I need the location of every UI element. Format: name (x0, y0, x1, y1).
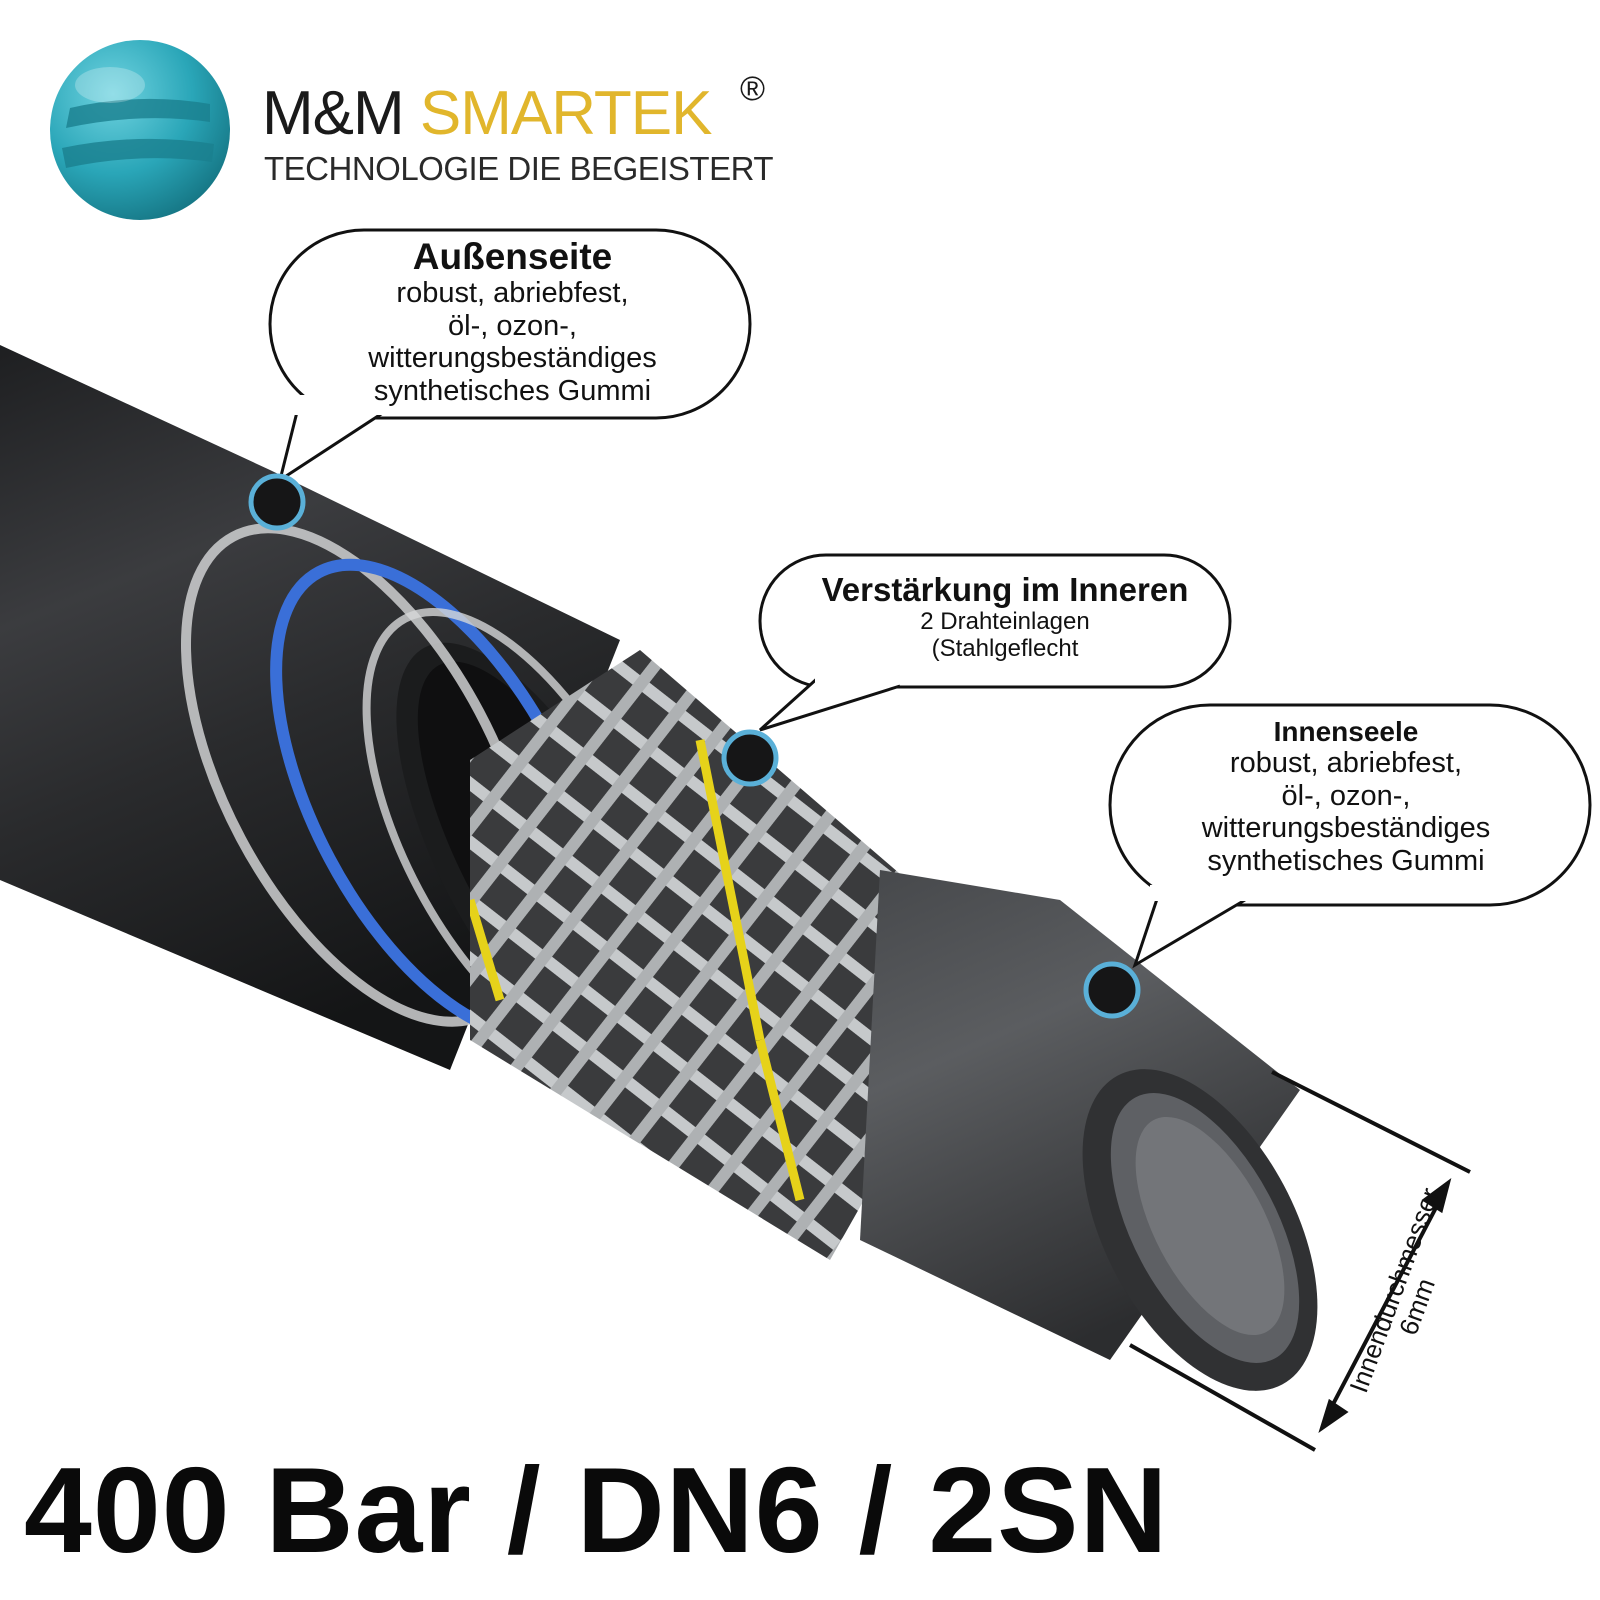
spec-line: 400 Bar / DN6 / 2SN (24, 1442, 1169, 1578)
marker-dot-braid (721, 729, 779, 787)
callout-bubble-braid (758, 553, 1232, 732)
callout-braid-title: Verstärkung im Inneren (821, 571, 1189, 608)
marker-dot-outer (248, 473, 306, 531)
callout-outer-line: synthetisches Gummi (373, 374, 652, 407)
logo-icon (50, 40, 230, 220)
callout-braid-line: 2 Drahteinlagen (920, 607, 1090, 635)
callout-inner-text: Innenseele robust, abriebfest, öl-, ozon… (1112, 716, 1580, 877)
callout-bubble-outer (268, 228, 752, 484)
registered-mark: ® (740, 70, 766, 108)
callout-outer-line: robust, abriebfest, (396, 277, 629, 310)
brand-tagline: TECHNOLOGIE DIE BEGEISTERT (264, 150, 774, 187)
brand-name-part2: SMARTEK (419, 79, 713, 148)
callout-bubble-inner (1108, 703, 1592, 969)
callout-outer-title: Außenseite (412, 236, 613, 277)
callout-braid-line: (Stahlgeflecht (931, 634, 1079, 662)
callout-inner-title: Innenseele (1273, 716, 1419, 747)
hose-inner-tube (860, 870, 1318, 1391)
callout-outer-line: witterungsbeständiges (368, 342, 657, 375)
callout-inner-line: öl-, ozon-, (1281, 779, 1411, 812)
callout-inner-line: synthetisches Gummi (1207, 844, 1485, 877)
callout-outer-line: öl-, ozon-, (448, 309, 577, 342)
diameter-dimension (1129, 1070, 1471, 1452)
callout-braid-text: Verstärkung im Inneren 2 Drahteinlagen (… (770, 571, 1240, 663)
callout-outer-text: Außenseite robust, abriebfest, öl-, ozon… (280, 236, 745, 407)
callout-inner-line: robust, abriebfest, (1229, 747, 1463, 780)
callout-inner-line: witterungsbeständiges (1201, 812, 1491, 845)
marker-dot-inner (1083, 961, 1141, 1019)
brand-name-part1: M&M (262, 79, 405, 148)
brand-name: M&M SMARTEK (262, 78, 713, 149)
